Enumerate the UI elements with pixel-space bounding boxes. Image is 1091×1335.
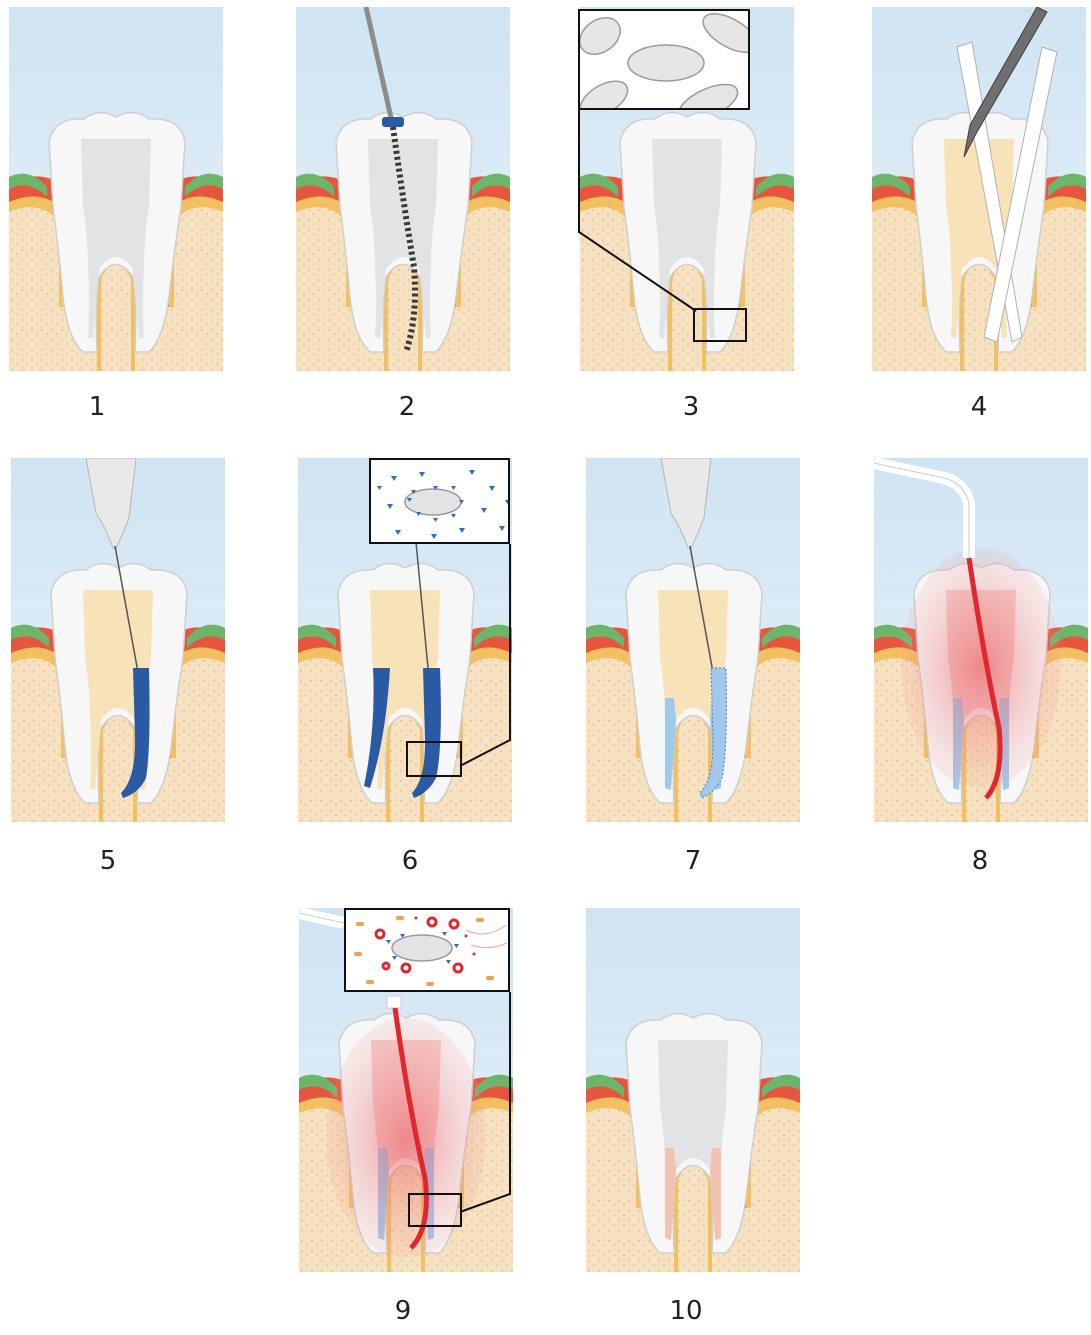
step-5-panel — [11, 458, 225, 822]
disinfectant-inset — [369, 458, 510, 544]
step-9-label: 9 — [296, 1296, 510, 1326]
step-10-panel — [586, 908, 800, 1272]
file-stopper — [382, 117, 404, 127]
step-2-label: 2 — [300, 392, 514, 422]
step-7-label: 7 — [586, 846, 800, 876]
step-7-panel — [586, 458, 800, 822]
step-8-panel — [874, 458, 1088, 822]
step-1-label: 1 — [0, 392, 204, 422]
step-4-label: 4 — [872, 392, 1086, 422]
step-8-label: 8 — [873, 846, 1087, 876]
step-6-label: 6 — [303, 846, 517, 876]
step-5-label: 5 — [1, 846, 215, 876]
step-1-panel — [9, 7, 223, 371]
step-4-panel — [872, 7, 1086, 371]
step-3-label: 3 — [584, 392, 798, 422]
step-10-label: 10 — [579, 1296, 793, 1326]
step-2-panel — [296, 7, 510, 371]
laser-activation-inset — [344, 908, 510, 992]
bacteria-inset — [578, 9, 750, 110]
